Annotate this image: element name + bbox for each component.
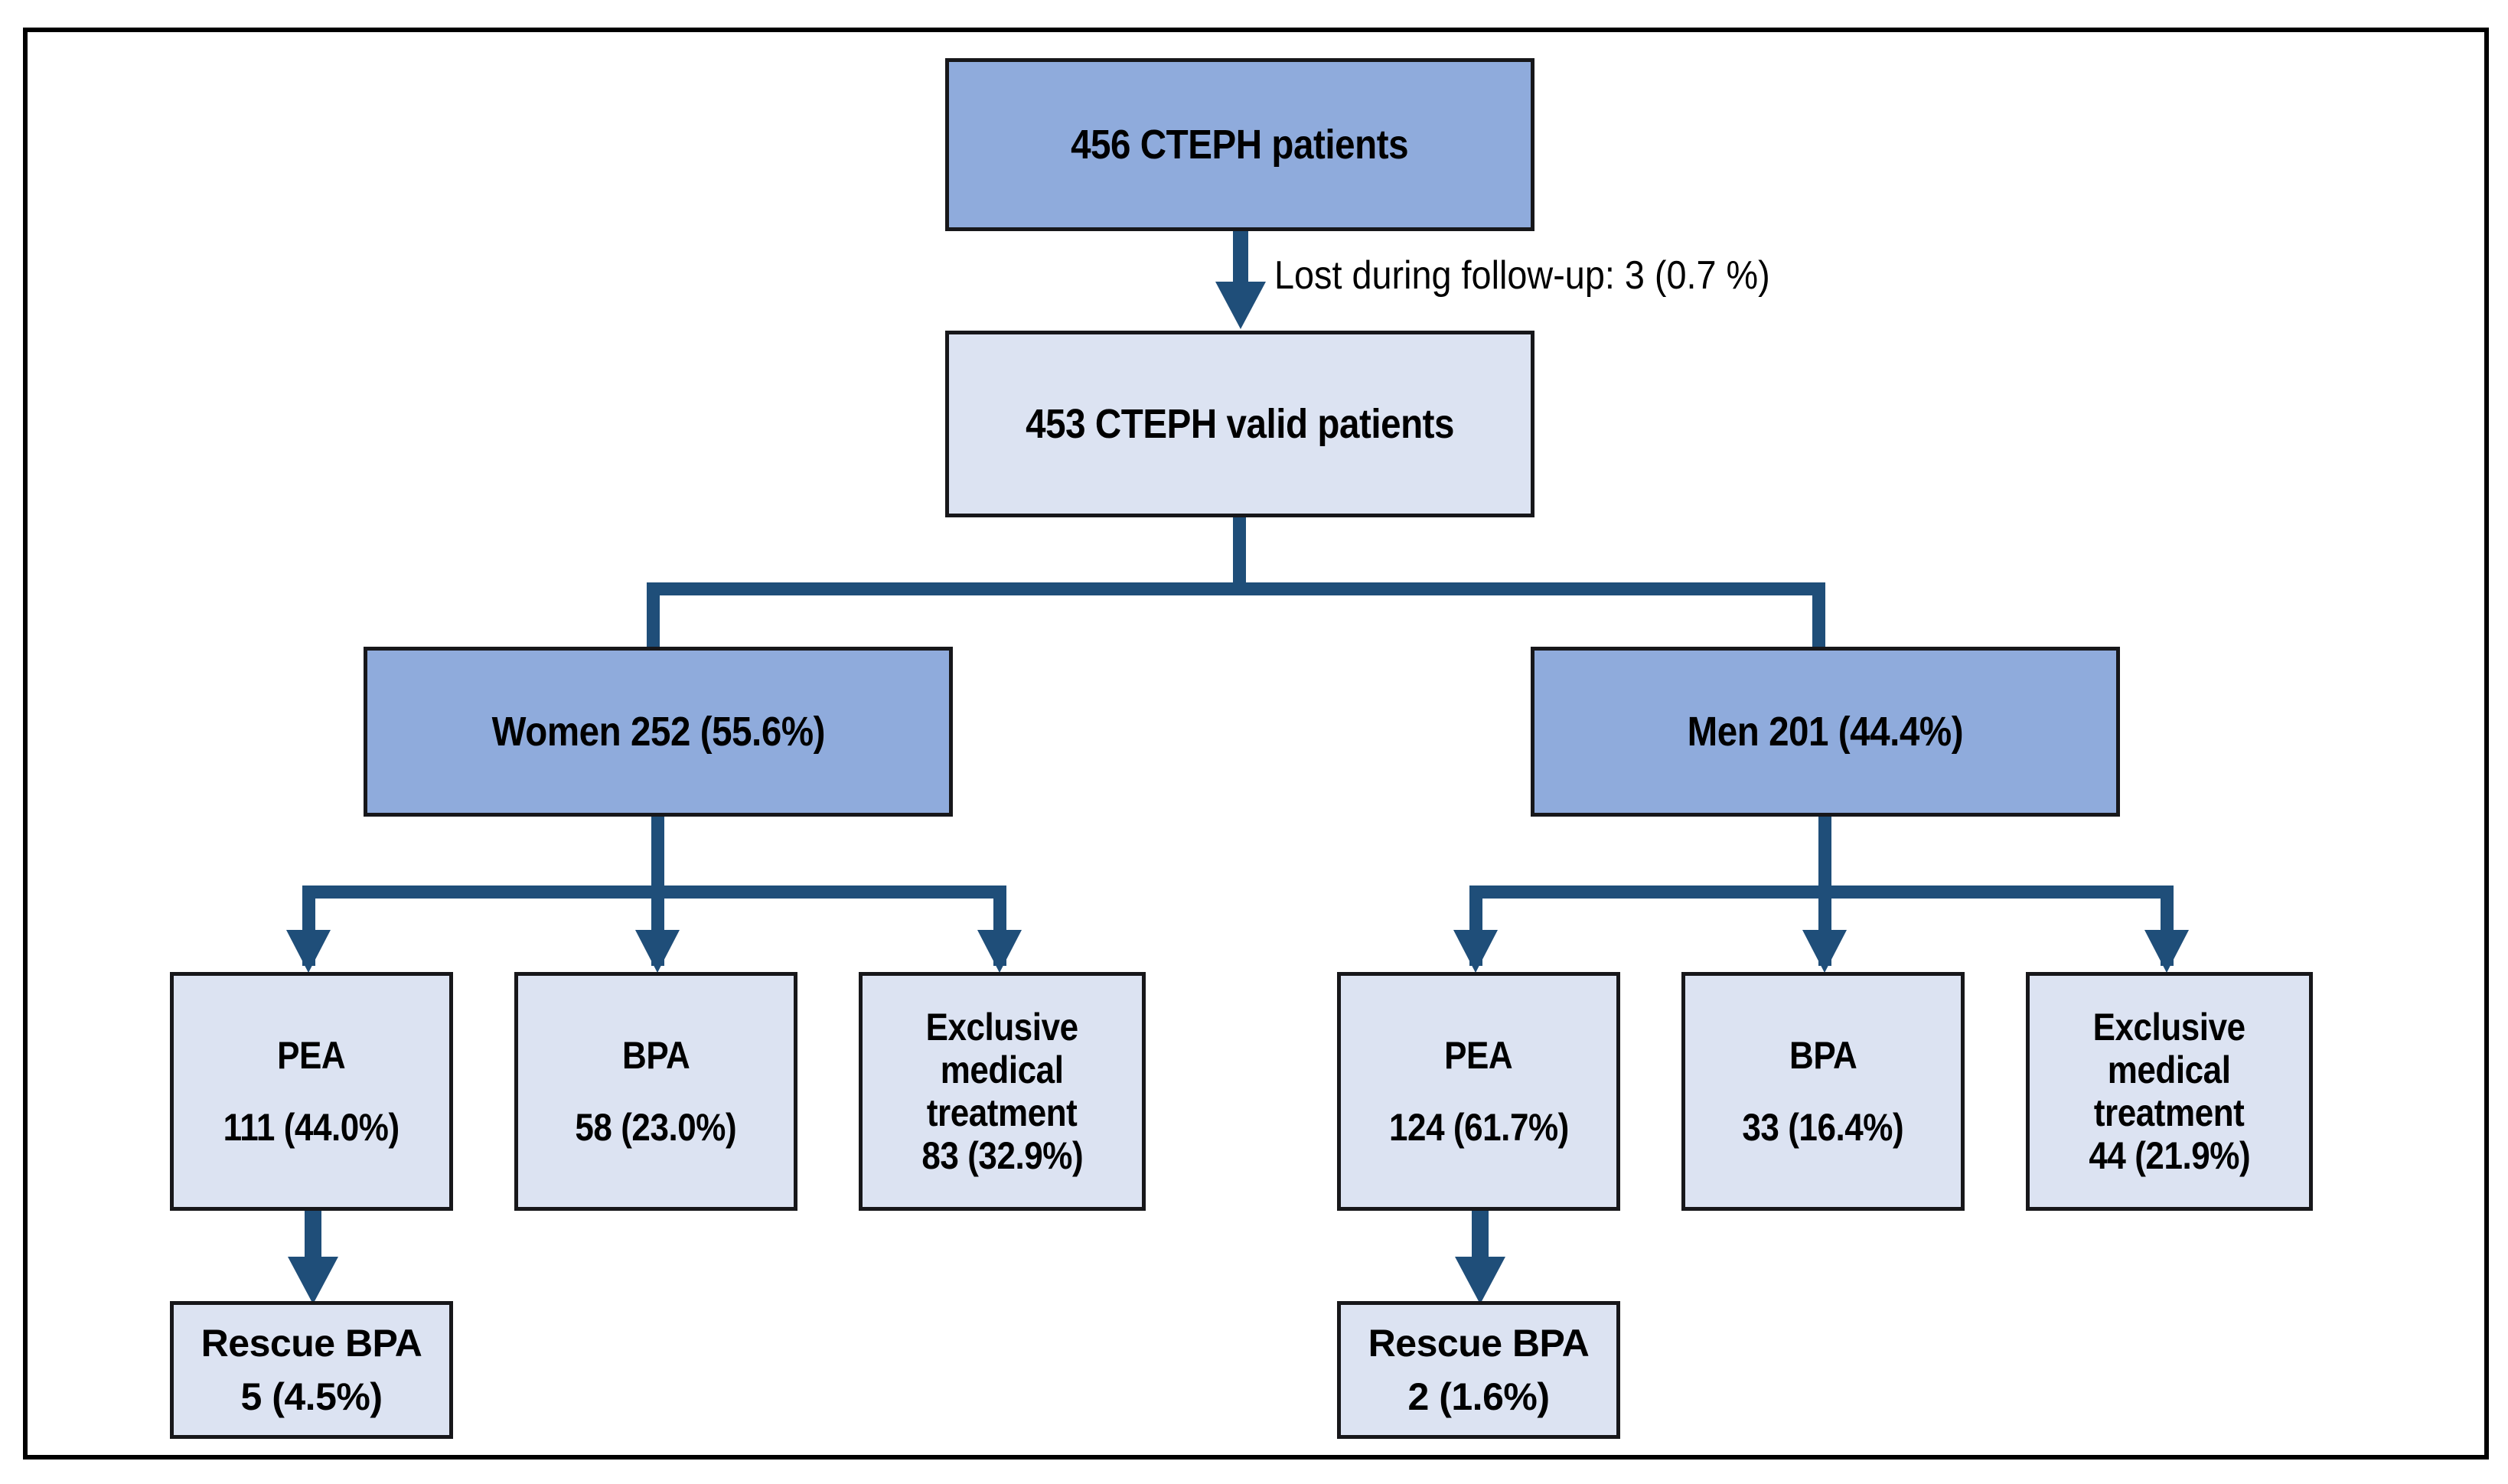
connector-total-to-valid-arrowhead xyxy=(1215,282,1266,329)
connector-men-to-pea-arrowhead xyxy=(1453,930,1498,973)
node-men-medical-value: 44 (21.9%) xyxy=(2089,1134,2250,1177)
node-men-rescue-bpa-title: Rescue BPA xyxy=(1368,1322,1590,1365)
node-women-rescue-bpa-value: 5 (4.5%) xyxy=(240,1375,383,1418)
node-men-label: Men 201 (44.4%) xyxy=(1687,708,1964,755)
connector-women-pea-to-rescue-arrowhead xyxy=(288,1257,338,1304)
connector-valid-split-stem xyxy=(1233,517,1246,582)
figure-border xyxy=(23,28,2489,1460)
annotation-lost-followup: Lost during follow-up: 3 (0.7 %) xyxy=(1274,253,1770,298)
node-total-patients-label: 456 CTEPH patients xyxy=(1071,121,1409,168)
node-valid-patients: 453 CTEPH valid patients xyxy=(945,331,1534,517)
node-women-bpa: BPA 58 (23.0%) xyxy=(514,972,797,1211)
node-women-rescue-bpa: Rescue BPA 5 (4.5%) xyxy=(170,1301,453,1439)
connector-valid-split-bar xyxy=(647,582,1825,595)
connector-men-split-stem xyxy=(1818,817,1831,893)
connector-women-split-stem xyxy=(651,817,664,893)
node-women-label: Women 252 (55.6%) xyxy=(491,708,825,755)
node-women-pea: PEA 111 (44.0%) xyxy=(170,972,453,1211)
node-men-bpa-value: 33 (16.4%) xyxy=(1742,1106,1904,1149)
connector-women-to-medical-arrowhead xyxy=(977,930,1022,973)
node-men-rescue-bpa: Rescue BPA 2 (1.6%) xyxy=(1337,1301,1620,1439)
connector-women-to-bpa-arrowhead xyxy=(635,930,680,973)
node-women-bpa-title: BPA xyxy=(621,1034,690,1077)
connector-men-to-bpa-arrowhead xyxy=(1802,930,1847,973)
node-women-medical-value: 83 (32.9%) xyxy=(921,1134,1083,1177)
node-men-medical-title: Exclusive medical treatment xyxy=(2092,1006,2246,1134)
node-men-rescue-bpa-value: 2 (1.6%) xyxy=(1407,1375,1550,1418)
node-women-medical-title: Exclusive medical treatment xyxy=(925,1006,1079,1134)
connector-men-pea-to-rescue-arrowhead xyxy=(1455,1257,1505,1304)
node-women-pea-title: PEA xyxy=(277,1034,346,1077)
node-men-bpa-title: BPA xyxy=(1789,1034,1857,1077)
connector-men-to-medical-arrowhead xyxy=(2144,930,2189,973)
node-women-medical: Exclusive medical treatment 83 (32.9%) xyxy=(859,972,1146,1211)
node-women-bpa-value: 58 (23.0%) xyxy=(575,1106,737,1149)
node-men-pea-title: PEA xyxy=(1444,1034,1513,1077)
node-total-patients: 456 CTEPH patients xyxy=(945,58,1534,231)
node-women-rescue-bpa-title: Rescue BPA xyxy=(201,1322,422,1365)
node-men-pea: PEA 124 (61.7%) xyxy=(1337,972,1620,1211)
node-men-medical: Exclusive medical treatment 44 (21.9%) xyxy=(2026,972,2313,1211)
connector-women-to-pea-arrowhead xyxy=(286,930,331,973)
node-men-bpa: BPA 33 (16.4%) xyxy=(1681,972,1965,1211)
node-women-pea-value: 111 (44.0%) xyxy=(223,1106,400,1149)
node-men: Men 201 (44.4%) xyxy=(1531,647,2120,817)
node-valid-patients-label: 453 CTEPH valid patients xyxy=(1026,400,1454,447)
connector-total-to-valid-stem xyxy=(1233,231,1248,291)
node-men-pea-value: 124 (61.7%) xyxy=(1388,1106,1569,1149)
node-women: Women 252 (55.6%) xyxy=(364,647,953,817)
